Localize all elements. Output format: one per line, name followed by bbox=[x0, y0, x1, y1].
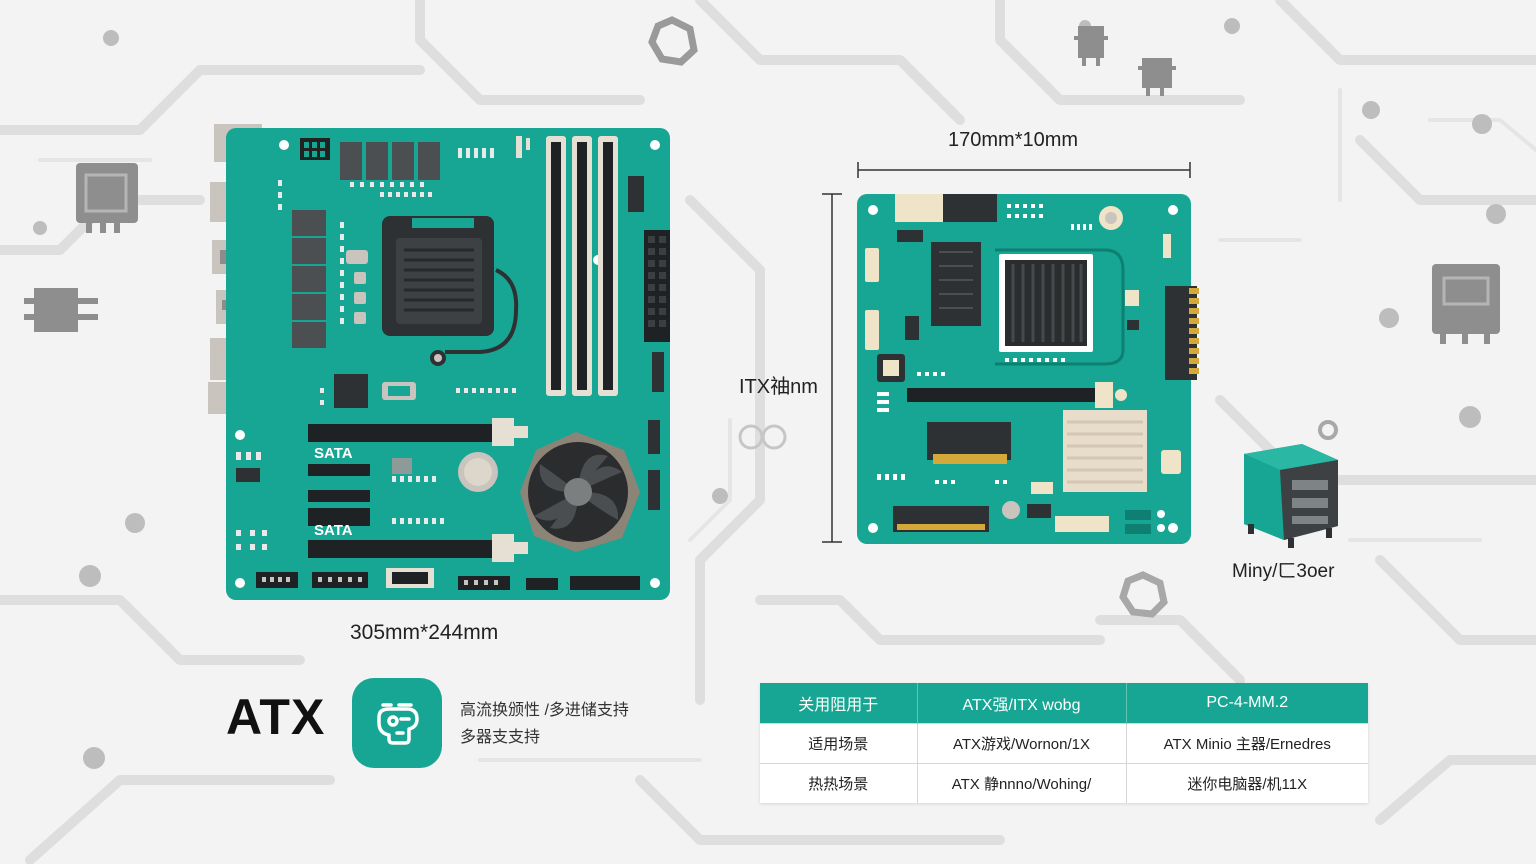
itx-width-label: 170mm*10mm bbox=[948, 129, 1079, 151]
itx-height-label: ITX䄂nm bbox=[739, 376, 818, 398]
atx-title: ATX bbox=[226, 689, 326, 745]
table-header-cell: PC-4-MM.2 bbox=[1126, 683, 1368, 724]
table-cell: ATX Minio 主器/Ernedres bbox=[1126, 723, 1368, 764]
atx-motherboard: SATA SATA bbox=[208, 124, 670, 600]
mini-pc-icon bbox=[1244, 444, 1338, 548]
itx-dimension-lines bbox=[822, 162, 1191, 543]
table-cell: 迷你电脑器/机11X bbox=[1126, 763, 1368, 803]
robot-head-glyph bbox=[377, 703, 419, 745]
robot-head-icon bbox=[352, 678, 442, 768]
table-cell: ATX 静nnno/Wohing/ bbox=[917, 763, 1127, 803]
table-row: 适用场景 ATX游戏/Wornon/1X ATX Minio 主器/Ernedr… bbox=[760, 723, 1368, 764]
feature-description-line-1: 高流换颁性 /多进储支持 bbox=[460, 702, 629, 719]
atx-slot-label-1: SATA bbox=[314, 445, 353, 462]
table-cell: 适用场景 bbox=[760, 723, 918, 764]
table-header-cell: ATX强/ITX wobg bbox=[917, 683, 1127, 724]
mini-pc-label: Miny/ㄈ3oer bbox=[1232, 561, 1335, 582]
table-row: 热热场景 ATX 静nnno/Wohing/ 迷你电脑器/机11X bbox=[760, 763, 1368, 803]
table-header-cell: 关用阻用于 bbox=[760, 683, 918, 724]
itx-motherboard bbox=[857, 194, 1199, 544]
atx-dimensions-label: 305mm*244mm bbox=[350, 621, 499, 644]
comparison-table: 关用阻用于 ATX强/ITX wobg PC-4-MM.2 适用场景 ATX游戏… bbox=[760, 683, 1368, 803]
feature-description-line-2: 多器支支持 bbox=[460, 729, 541, 746]
atx-slot-label-2: SATA bbox=[314, 522, 353, 539]
table-cell: 热热场景 bbox=[760, 763, 918, 803]
table-header-row: 关用阻用于 ATX强/ITX wobg PC-4-MM.2 bbox=[760, 683, 1368, 724]
table-cell: ATX游戏/Wornon/1X bbox=[917, 723, 1127, 764]
